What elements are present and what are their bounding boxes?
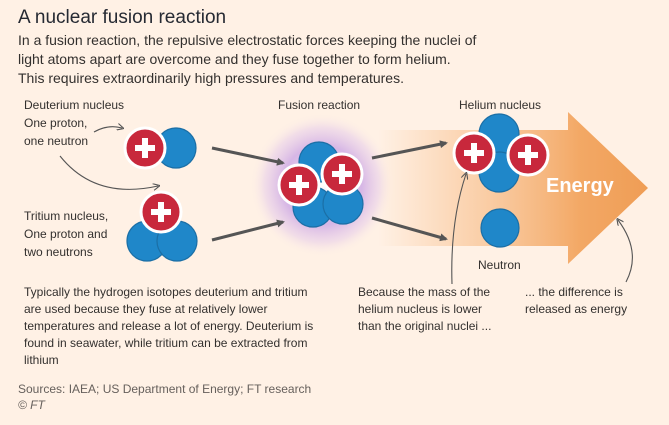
leader-deuterium — [94, 127, 122, 132]
mass-note-2: helium nucleus is lower — [358, 301, 482, 318]
leader-difference — [618, 220, 632, 282]
deuterium-label: Deuterium nucleus — [24, 97, 124, 114]
fusion-glow — [250, 113, 394, 257]
deuterium-nucleus — [125, 128, 196, 168]
helium-label: Helium nucleus — [459, 97, 541, 114]
fusion-label: Fusion reaction — [278, 97, 360, 114]
isotopes-note: Typically the hydrogen isotopes deuteriu… — [24, 284, 324, 369]
copyright-text: © FT — [18, 398, 45, 412]
tritium-label: Tritium nucleus, — [24, 208, 108, 225]
neutron-label: Neutron — [478, 257, 521, 274]
difference-note-2: released as energy — [525, 301, 627, 318]
sources-text: Sources: IAEA; US Department of Energy; … — [18, 381, 311, 398]
deuterium-detail-1: One proton, — [24, 115, 87, 132]
free-neutron — [481, 209, 519, 247]
energy-label: Energy — [546, 175, 614, 198]
deuterium-detail-2: one neutron — [24, 133, 88, 150]
tritium-detail-1: One proton and — [24, 226, 107, 243]
tritium-nucleus — [127, 192, 197, 261]
tritium-detail-2: two neutrons — [24, 244, 93, 261]
mass-note-1: Because the mass of the — [358, 284, 490, 301]
mass-note-3: than the original nuclei ... — [358, 318, 491, 335]
difference-note-1: ... the difference is — [525, 284, 623, 301]
